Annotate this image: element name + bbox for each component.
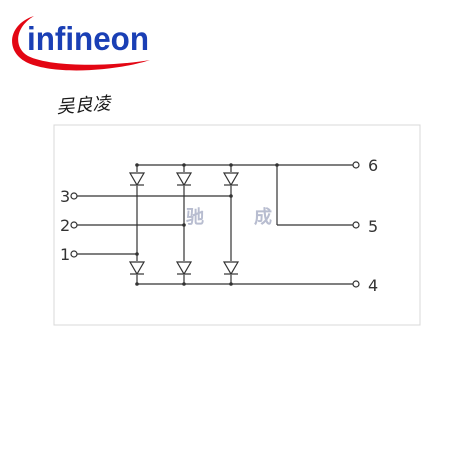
bridge-wiring xyxy=(77,164,353,285)
handwritten-signature: 吴良凌 xyxy=(56,93,113,118)
logo-swoosh xyxy=(12,16,150,71)
terminal-6-circle xyxy=(352,161,360,169)
terminal-4-circle xyxy=(352,280,360,288)
terminal-5-circle xyxy=(352,221,360,229)
watermark-right: 成 xyxy=(254,206,272,228)
terminal-1-label: 1 xyxy=(60,245,70,264)
terminal-3-circle xyxy=(70,192,78,200)
terminal-6-label: 6 xyxy=(368,156,378,175)
diodes xyxy=(129,172,239,275)
terminal-2-label: 2 xyxy=(60,216,70,235)
terminal-4-label: 4 xyxy=(368,276,378,295)
infineon-logo: infineon xyxy=(12,16,150,71)
logo-text: infineon xyxy=(27,20,149,57)
junction-dots xyxy=(135,163,279,286)
watermark-left: 驰 xyxy=(186,206,204,228)
watermark: 驰 成 xyxy=(186,206,272,228)
terminal-labels: 3 2 1 6 5 4 xyxy=(60,156,378,295)
terminal-1-circle xyxy=(70,250,78,258)
terminal-5-label: 5 xyxy=(368,217,378,236)
terminal-2-circle xyxy=(70,221,78,229)
terminal-3-label: 3 xyxy=(60,187,70,206)
diagram-frame xyxy=(53,124,421,326)
terminal-circles xyxy=(70,161,360,288)
